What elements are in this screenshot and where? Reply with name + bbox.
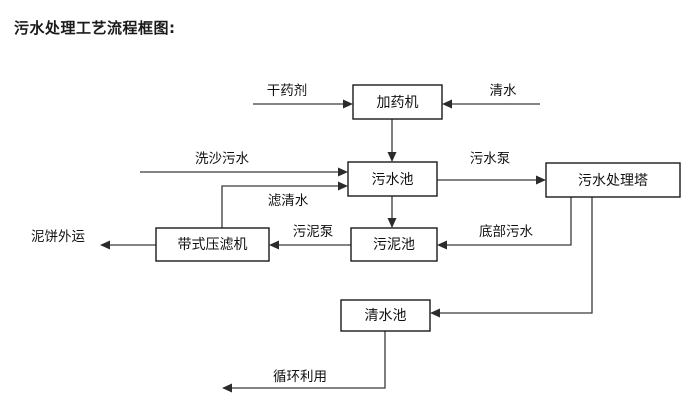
node-sludge-pool-box	[350, 227, 438, 262]
edge-sewage-pump-arrowhead	[536, 175, 546, 185]
edge-tower-to-clearpool-arrowhead	[430, 308, 440, 318]
node-sludge-pool-label: 污泥池	[373, 237, 415, 253]
edge-mud-cake: 泥饼外运	[31, 229, 156, 250]
node-treatment-tower-label: 污水处理塔	[578, 173, 648, 189]
edge-sand-wash-label: 洗沙污水	[195, 151, 249, 167]
node-treatment-tower-box	[545, 162, 681, 198]
edge-recycle-arrowhead	[222, 383, 232, 393]
edge-bottom-sewage: 底部污水	[437, 197, 572, 250]
edge-sewage-pump-label: 污水泵	[470, 151, 511, 167]
edge-clean-water-in: 清水	[442, 83, 540, 109]
edge-mud-cake-label: 泥饼外运	[31, 229, 85, 245]
edge-sewage-pump: 污水泵	[437, 151, 546, 185]
edge-dry-agent: 干药剂	[253, 83, 353, 109]
page-title: 污水处理工艺流程框图:	[14, 19, 176, 37]
edge-filtrate-label: 滤清水	[268, 193, 309, 209]
edge-clean-water-in-arrowhead	[442, 99, 452, 109]
edge-sand-wash-arrowhead	[338, 167, 348, 177]
edge-recycle: 循环利用	[222, 331, 386, 393]
node-belt-filter-press-box	[155, 227, 270, 262]
edge-sludge-pump-label: 污泥泵	[293, 224, 334, 240]
edge-bottom-sewage-arrowhead	[437, 240, 447, 250]
edge-clean-water-in-label: 清水	[490, 83, 518, 99]
node-sludge-pool[interactable]: 污泥池	[350, 227, 438, 262]
edge-sludge-pump: 污泥泵	[269, 224, 351, 250]
edge-tower-to-clearpool-line	[436, 197, 593, 314]
node-belt-filter-press-label: 带式压滤机	[178, 237, 248, 253]
edge-dry-agent-label: 干药剂	[267, 83, 308, 99]
edge-tower-to-clearpool	[430, 197, 593, 318]
edge-bottom-sewage-line	[443, 197, 572, 246]
node-belt-filter-press[interactable]: 带式压滤机	[155, 227, 270, 262]
node-treatment-tower[interactable]: 污水处理塔	[545, 162, 681, 198]
edge-filtrate: 滤清水	[221, 181, 348, 228]
edge-bottom-sewage-label: 底部污水	[479, 224, 533, 240]
edge-sand-wash: 洗沙污水	[140, 151, 348, 177]
node-dosing-machine-box	[352, 84, 443, 120]
node-clear-water-pool-box	[340, 299, 431, 332]
edge-mud-cake-arrowhead	[100, 240, 110, 250]
edge-sludge-pump-arrowhead	[269, 240, 279, 250]
edge-sewage-to-sludge-arrowhead	[387, 218, 397, 228]
edge-dry-agent-arrowhead	[343, 99, 353, 109]
node-clear-water-pool-label: 清水池	[365, 308, 407, 324]
node-sewage-pool-label: 污水池	[372, 172, 414, 188]
edge-filtrate-arrowhead	[338, 181, 348, 191]
node-dosing-machine[interactable]: 加药机	[352, 84, 443, 120]
node-dosing-machine-label: 加药机	[377, 95, 419, 111]
edge-dosing-to-sewage-arrowhead	[387, 152, 397, 162]
edge-recycle-label: 循环利用	[273, 369, 327, 385]
edge-recycle-line	[228, 331, 386, 389]
node-sewage-pool-box	[347, 161, 438, 197]
node-clear-water-pool[interactable]: 清水池	[340, 299, 431, 332]
edge-sewage-to-sludge	[387, 196, 397, 228]
edge-filtrate-line	[221, 185, 342, 228]
node-sewage-pool[interactable]: 污水池	[347, 161, 438, 197]
edge-dosing-to-sewage	[387, 119, 397, 162]
